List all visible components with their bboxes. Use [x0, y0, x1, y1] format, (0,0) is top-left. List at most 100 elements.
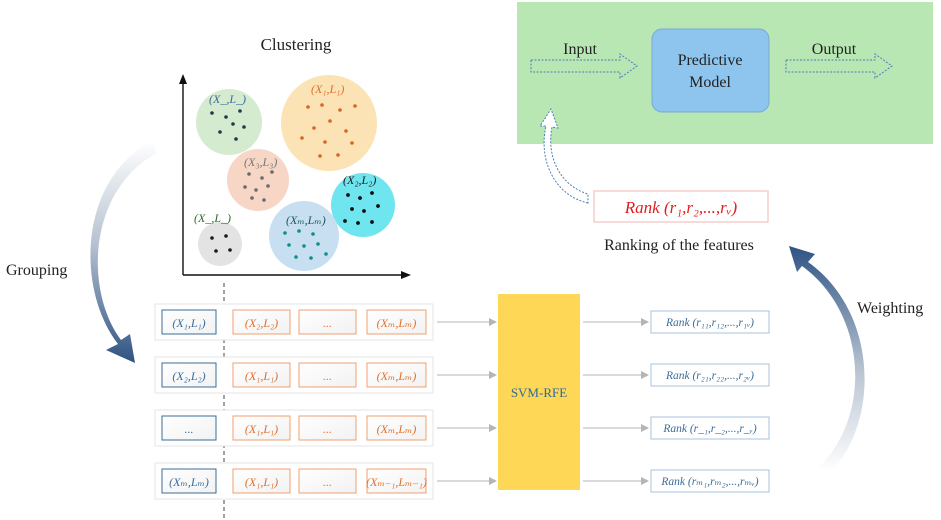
data-point — [312, 126, 316, 130]
cluster-label: (X₂,L₂) — [343, 173, 376, 187]
group-cell-label: (X₁,L₁) — [172, 316, 205, 330]
group-cell — [161, 415, 217, 441]
data-point — [350, 207, 354, 211]
group-cell — [232, 362, 291, 388]
rank-main-text: Rank (r₁,r₂,...,rᵥ) — [624, 198, 738, 217]
group-cell-label: ... — [323, 316, 332, 330]
group-cell-label: (Xₘ₋₁,Lₘ₋₁) — [366, 475, 427, 489]
group-rows: (X₁,L₁)(X₂,L₂)...(Xₘ,Lₘ)Rank (r₁₁,r₁₂,..… — [154, 303, 770, 500]
data-point — [306, 105, 310, 109]
cluster-circle — [198, 222, 242, 266]
data-point — [324, 252, 328, 256]
grouping-arrow — [90, 141, 157, 363]
group-cell-label: (X₁,L₁) — [245, 475, 278, 489]
x-axis-arrowhead — [401, 271, 411, 279]
predictive-model-box — [651, 28, 770, 113]
data-point — [302, 244, 306, 248]
cluster-circle — [227, 149, 289, 211]
cluster-points-d — [343, 191, 380, 225]
model-box-line2: Model — [689, 74, 731, 91]
ranking-caption: Ranking of the features — [604, 237, 754, 254]
data-point — [338, 108, 342, 112]
group-cell-label: (Xₘ,Lₘ) — [169, 475, 209, 489]
cluster-points-a — [210, 109, 246, 141]
data-point — [336, 153, 340, 157]
data-point — [218, 130, 222, 134]
rank-result-label: Rank (r_₁,r_₂,...,r_ᵥ) — [662, 423, 756, 435]
data-point — [224, 234, 228, 238]
data-point — [353, 104, 357, 108]
svm-rfe-label: SVM-RFE — [511, 385, 567, 400]
data-point — [350, 141, 354, 145]
cluster-label: (X₃,L₃) — [244, 155, 277, 169]
output-arrow — [785, 53, 893, 79]
data-point — [231, 122, 235, 126]
group-cell-label: (Xₘ,Lₘ) — [377, 369, 417, 383]
group-cell — [161, 468, 217, 494]
data-point — [370, 220, 374, 224]
group-cell — [298, 362, 357, 388]
rank-main-box — [593, 190, 769, 223]
data-point — [242, 125, 246, 129]
data-point — [309, 256, 313, 260]
group-cell — [232, 309, 291, 335]
group-cell — [366, 468, 427, 494]
cluster-circle — [281, 75, 377, 171]
group-cell — [232, 415, 291, 441]
data-point — [344, 129, 348, 133]
input-arrow — [530, 53, 638, 79]
cluster-points-e — [210, 234, 232, 253]
data-point — [323, 140, 327, 144]
weighting-arrow — [789, 246, 865, 472]
data-point — [214, 249, 218, 253]
rank-result-box — [650, 469, 770, 493]
data-point — [358, 196, 362, 200]
data-point — [370, 191, 374, 195]
data-point — [262, 198, 266, 202]
data-point — [260, 176, 264, 180]
data-point — [287, 243, 291, 247]
group-cell-label: ... — [323, 369, 332, 383]
cluster-circle — [331, 173, 395, 237]
data-point — [376, 204, 380, 208]
data-point — [356, 221, 360, 225]
group-cell — [298, 468, 357, 494]
data-point — [294, 255, 298, 259]
data-point — [343, 219, 347, 223]
data-point — [250, 196, 254, 200]
group-cell-label: (Xₘ,Lₘ) — [377, 422, 417, 436]
group-cell-label: ... — [323, 475, 332, 489]
rank-word: Rank — [624, 198, 660, 217]
data-point — [254, 188, 258, 192]
data-point — [210, 111, 214, 115]
input-label: Input — [563, 41, 597, 58]
group-cell-label: (X₂,L₂) — [245, 316, 278, 330]
rank-result-box — [650, 416, 770, 440]
rank-result-label: Rank (rₘ₁,rₘ₂,...,rₘᵥ) — [660, 476, 758, 488]
data-point — [297, 229, 301, 233]
cluster-label: (Xₘ,Lₘ) — [286, 213, 326, 227]
group-cell — [366, 415, 427, 441]
rank-result-box — [650, 363, 770, 387]
group-cell — [298, 309, 357, 335]
group-cell — [161, 362, 217, 388]
data-point — [328, 119, 332, 123]
cluster-circle — [196, 89, 262, 155]
scatter-axes — [182, 80, 405, 276]
clustering-title: Clustering — [261, 35, 332, 54]
data-point — [311, 232, 315, 236]
cluster-circle — [269, 201, 339, 271]
grouping-label: Grouping — [6, 262, 67, 279]
data-point — [238, 109, 242, 113]
output-label: Output — [812, 41, 857, 58]
data-point — [300, 136, 304, 140]
rank-result-label: Rank (r₂₁,r₂₂,...,r₂ᵥ) — [665, 370, 754, 382]
group-cell-label: ... — [323, 422, 332, 436]
data-point — [243, 185, 247, 189]
data-point — [318, 154, 322, 158]
cluster-label: (X₁,L₁) — [311, 82, 344, 96]
cluster-label: (X_,L_) — [209, 92, 246, 106]
cluster-group — [196, 75, 395, 271]
data-point — [320, 103, 324, 107]
cluster-points-f — [283, 229, 328, 260]
